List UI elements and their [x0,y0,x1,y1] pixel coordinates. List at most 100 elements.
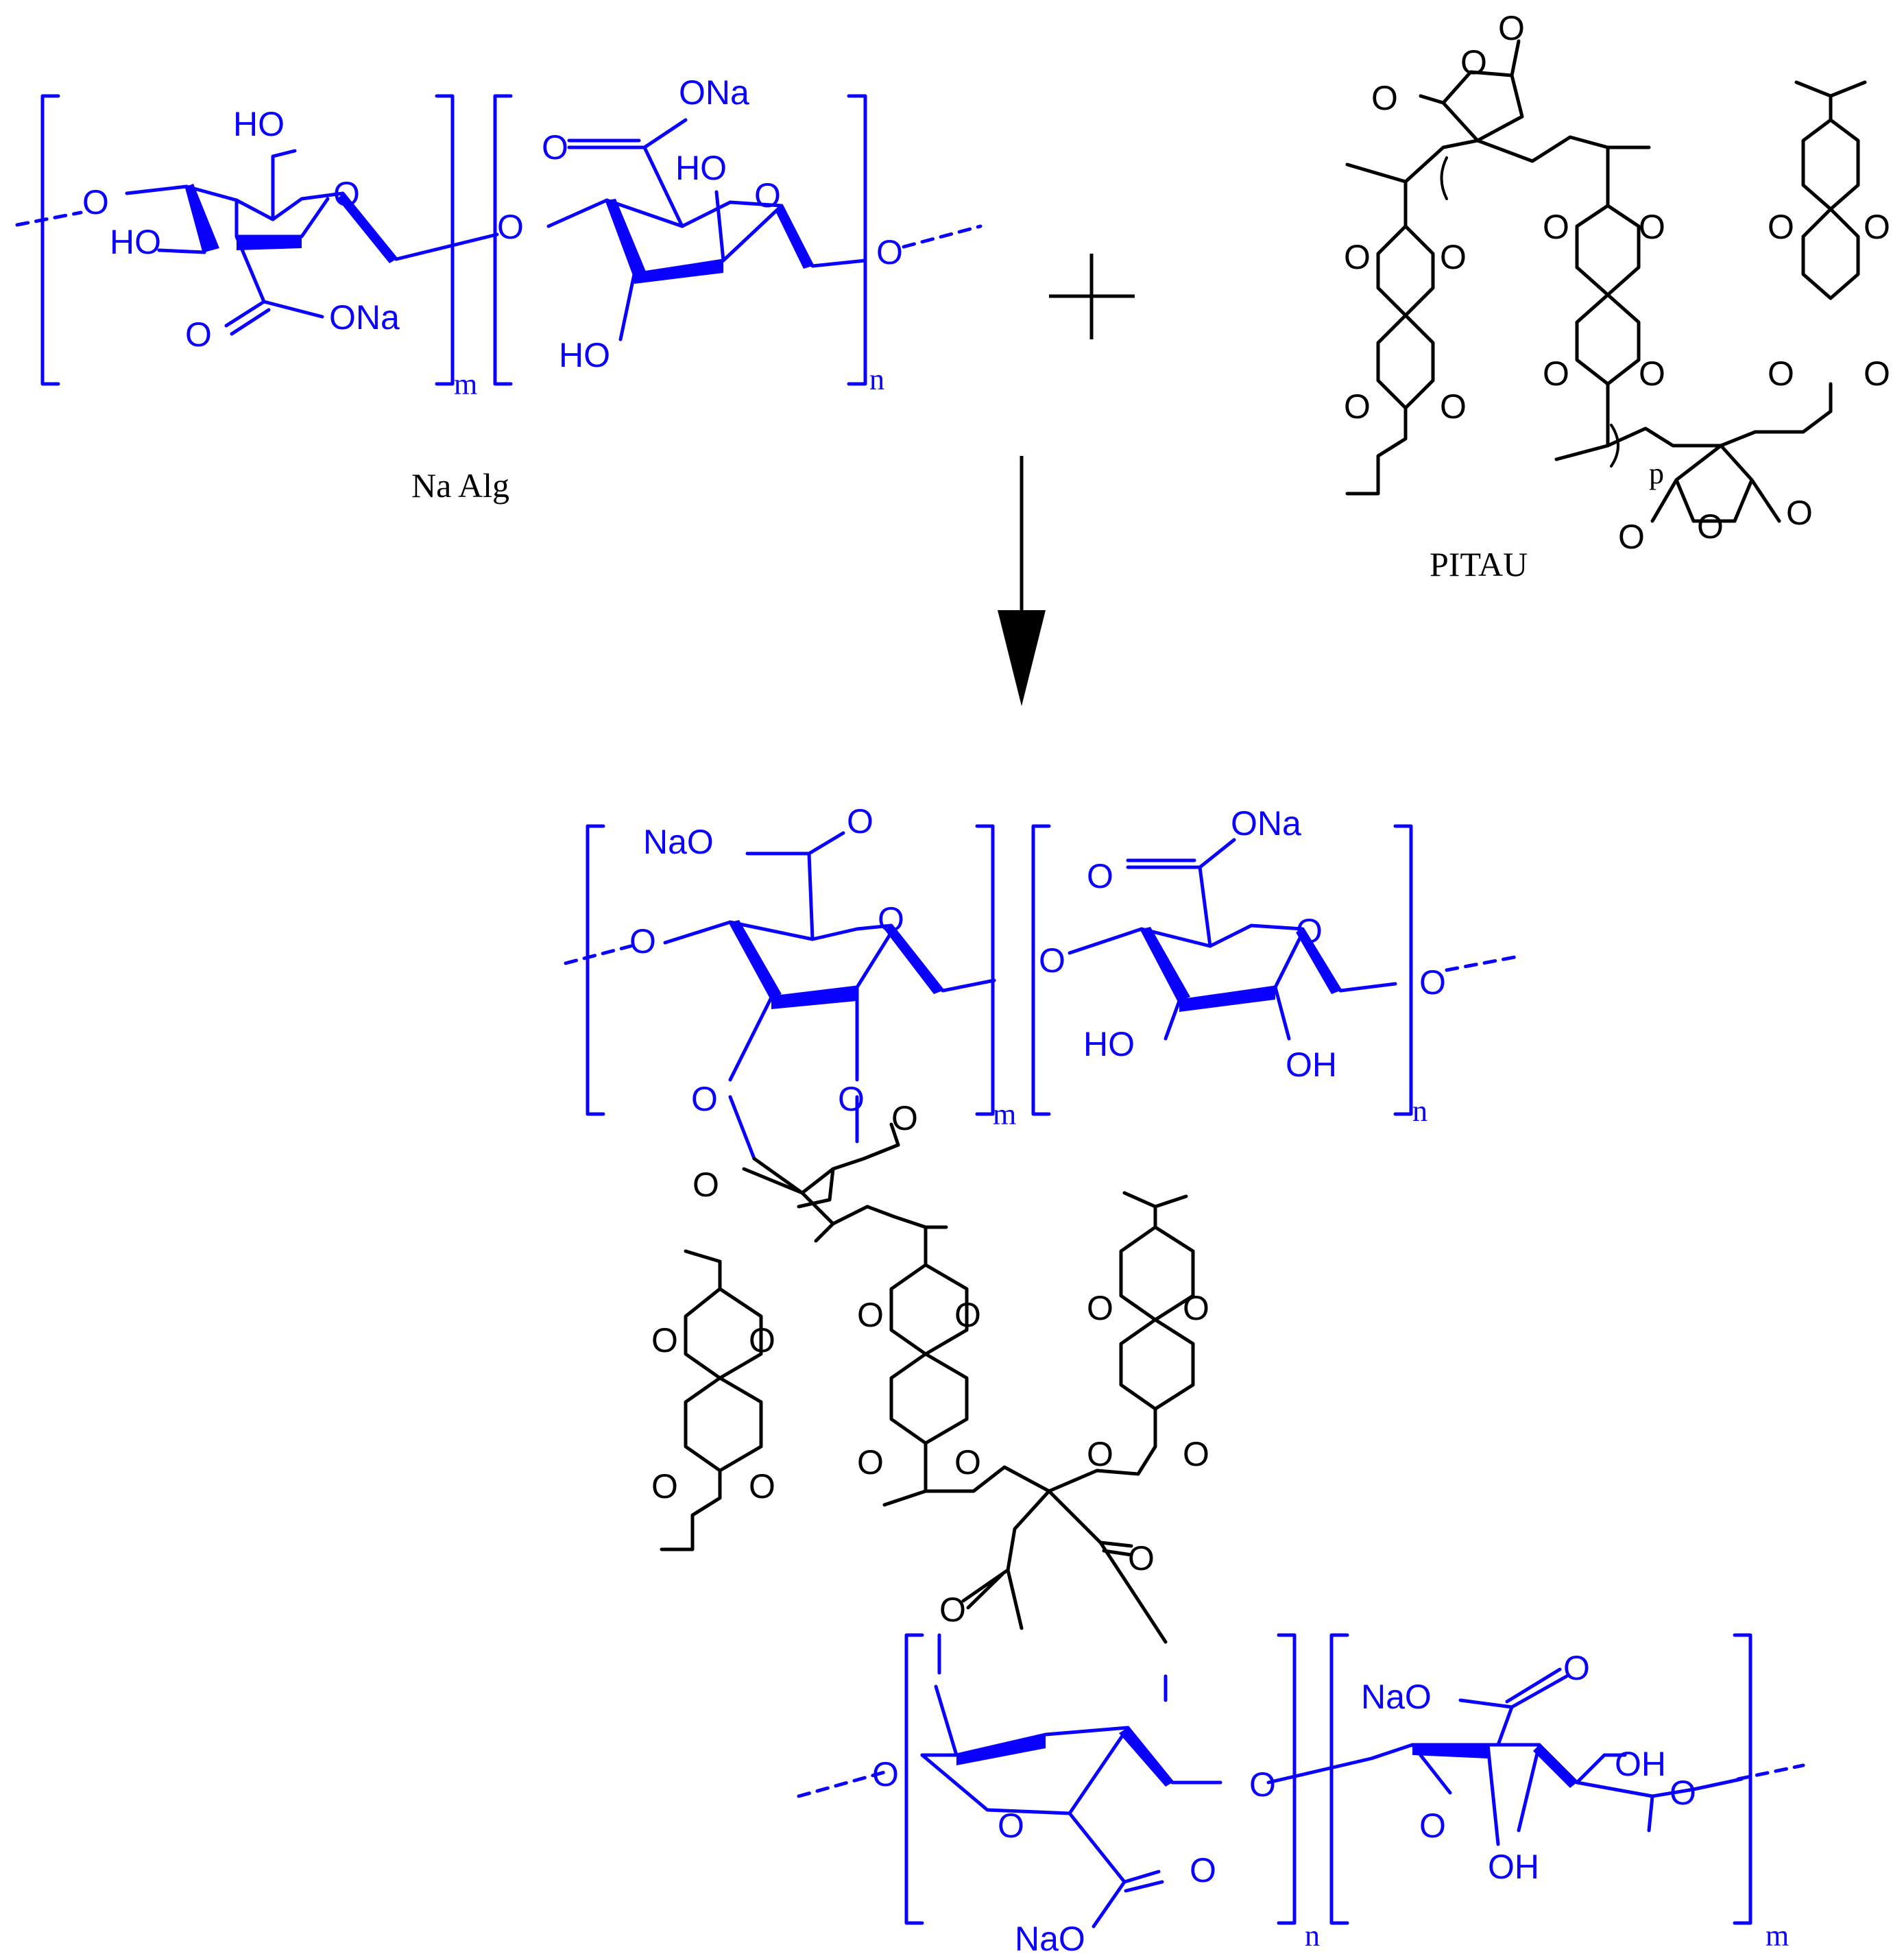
atoms-naalg: O HO O HO O ONa O ONa O HO O HO O [82,73,903,374]
repeat-index-n: n [1305,1919,1320,1953]
atom-oh: OH [1286,1046,1337,1084]
atom-o: O [838,1080,865,1118]
atom-o: O [1639,208,1665,246]
atom-o: O [891,1099,918,1137]
atom-o: O [939,1591,966,1629]
atom-o: O [692,1165,719,1204]
atom-ho: HO [559,336,610,374]
repeat-index-m: m [993,1098,1016,1131]
atom-o: O [1128,1539,1155,1578]
atoms-lower: O O O NaO O NaO O OH O O OH [872,1649,1696,1958]
repeat-index-n: n [869,363,884,396]
atom-o: O [749,1467,775,1506]
plus-sign [1049,254,1135,339]
atom-o: O [1344,238,1371,276]
wedges-lower [956,1728,1577,1788]
atom-ho: HO [1083,1025,1135,1063]
atom-o: O [1419,963,1446,1002]
atom-o: O [82,183,109,221]
atom-o: O [878,900,904,939]
atom-o: O [749,1321,775,1359]
atom-o: O [1864,354,1890,393]
atom-ona: ONa [329,298,400,337]
atom-o: O [1498,9,1525,47]
atom-o: O [1087,1435,1113,1473]
chain-end [902,224,983,249]
atom-ho: HO [110,223,161,261]
product-lower-alginate [797,1633,1805,1929]
atom-o: O [1440,238,1467,276]
wedges-upper [730,920,1340,1012]
product-crosslinker [660,1122,1195,1644]
repeat-index-m: m [1766,1919,1789,1953]
atom-o: O [872,1755,899,1793]
atom-o: O [1296,912,1323,950]
atom-o: O [1087,1289,1113,1327]
atom-o: O [1697,507,1724,546]
reactant-pitau [1345,39,1867,523]
bracket [435,94,455,386]
atom-nao: NaO [1361,1678,1432,1716]
atom-o: O [1249,1765,1276,1804]
atom-o: O [954,1296,981,1334]
atom-ho: HO [675,149,727,187]
atom-o: O [651,1321,678,1359]
label-pitau: PITAU [1430,545,1528,583]
atom-o: O [857,1296,884,1334]
atom-o: O [754,176,781,215]
atoms-pitau: O O O O O O O O O O O O O O O O O O [1344,9,1890,556]
atom-o: O [857,1443,884,1482]
atom-o: O [1087,857,1113,895]
repeat-index-p: p [1649,457,1664,490]
atom-o: O [1039,941,1065,980]
repeat-index-n: n [1412,1094,1427,1128]
atom-ona: ONa [679,73,749,112]
atom-o: O [185,315,212,354]
atom-o: O [1864,208,1890,246]
repeat-index-m: m [454,367,477,401]
atom-o: O [1618,518,1645,556]
wedges-naalg [186,184,812,284]
atom-oh: OH [1615,1745,1666,1783]
atom-o: O [333,175,360,213]
atom-o: O [1440,387,1467,426]
atom-o: O [1190,1851,1216,1889]
atom-o: O [691,1080,718,1118]
atom-o: O [1183,1435,1209,1473]
chain-end [15,210,83,227]
atom-o: O [847,802,873,841]
atom-o: O [1543,354,1569,393]
atom-o: O [1460,43,1487,82]
atom-o: O [542,128,568,167]
atom-o: O [497,208,524,246]
atom-o: O [629,922,656,960]
atom-nao: NaO [1015,1920,1085,1958]
atom-o: O [1344,387,1371,426]
reaction-arrow-down [998,456,1046,706]
atom-o: O [1768,208,1794,246]
atom-o: O [1786,494,1813,532]
bracket [847,94,867,386]
atoms-crosslinker: O O O O O O O O O O O O O O O O [651,1099,1209,1629]
atom-ho: HO [233,105,285,143]
atom-o: O [954,1443,981,1482]
atom-o: O [1639,354,1665,393]
atom-o: O [1183,1289,1209,1327]
atom-o: O [1371,79,1398,117]
atoms-upper: NaO O O O O ONa O O O HO OH O O [629,802,1446,1118]
atom-o: O [1563,1649,1590,1687]
atom-o: O [1768,354,1794,393]
label-naalg: Na Alg [411,466,509,505]
atom-o: O [876,233,903,271]
bracket [40,94,60,386]
atom-ona: ONa [1231,804,1301,843]
atom-o: O [1543,208,1569,246]
atom-o: O [651,1467,678,1506]
atom-o: O [1419,1806,1446,1845]
atom-o: O [1670,1774,1696,1812]
atom-nao: NaO [643,823,714,861]
atom-oh: OH [1488,1848,1539,1886]
atom-o: O [998,1806,1024,1845]
bracket [493,94,513,386]
